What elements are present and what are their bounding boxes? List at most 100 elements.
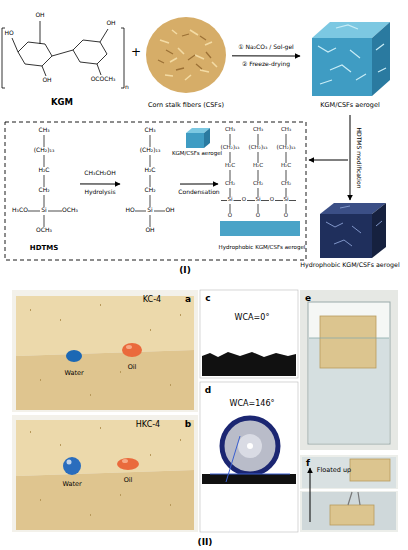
kgm-structure bbox=[2, 28, 124, 88]
node-text: Oil bbox=[128, 364, 137, 371]
photo-hkc4 bbox=[30, 428, 181, 515]
node-text: n bbox=[125, 84, 129, 90]
node-text: OH bbox=[106, 20, 115, 26]
figure-label: + bbox=[131, 46, 141, 58]
beaker-photo bbox=[300, 455, 398, 532]
aerogel-cube bbox=[318, 25, 386, 84]
node-text: OCOCH₃ bbox=[91, 76, 116, 82]
kgm-structure bbox=[18, 42, 52, 66]
node-text: KGM/CSFs aerogel bbox=[320, 102, 379, 109]
kgm-structure bbox=[52, 50, 73, 56]
node-text: CH₂ bbox=[253, 181, 263, 187]
hydrophobic-cube bbox=[320, 203, 386, 258]
node-text: KGM bbox=[51, 98, 73, 107]
node-text: a bbox=[185, 295, 191, 304]
fiber-photo: Corn stalk fibers (CSFs) bbox=[140, 8, 232, 112]
node-text: Water bbox=[62, 481, 81, 488]
fiber-pile bbox=[158, 34, 211, 70]
photo-kc4 bbox=[122, 343, 142, 357]
contact-angle-photo bbox=[200, 382, 298, 532]
beaker-photo bbox=[330, 505, 374, 525]
figure-label: (II) bbox=[198, 538, 213, 547]
node-text: (CH₂)₁₃ bbox=[140, 147, 161, 153]
kgm-structure bbox=[2, 21, 124, 88]
arrow-label: Condensation bbox=[178, 189, 219, 195]
contact-angle-photo bbox=[200, 382, 298, 532]
node-text: O bbox=[242, 197, 246, 203]
beaker-photo bbox=[300, 489, 398, 491]
node-text: H₂C bbox=[225, 163, 235, 169]
photo-hkc4 bbox=[16, 470, 194, 530]
kgm-structure bbox=[97, 64, 101, 75]
node-text: CH₂ bbox=[281, 181, 291, 187]
fiber-pile bbox=[146, 17, 226, 93]
node-text: (CH₂)₁₃ bbox=[221, 145, 240, 151]
pointer-arrow bbox=[309, 160, 348, 161]
node-text: O bbox=[256, 213, 260, 219]
photo-kc4 bbox=[16, 350, 194, 410]
contact-angle-photo bbox=[226, 436, 240, 482]
hydrophobic-cube bbox=[372, 203, 386, 258]
beaker-photo bbox=[300, 290, 398, 450]
node-text: Si bbox=[255, 197, 260, 203]
node-text: d bbox=[205, 386, 211, 395]
aerogel-cube bbox=[312, 38, 372, 96]
node-text: OCH₃ bbox=[62, 207, 78, 213]
node-text: O bbox=[228, 213, 232, 219]
photo-hkc4 bbox=[12, 415, 198, 532]
kgm-structure bbox=[40, 21, 41, 44]
node-text: CH₂ bbox=[225, 181, 235, 187]
node-text: KC-4 bbox=[143, 296, 161, 304]
kgm-structure: OHHOOHOCOCH₃OHnKGM bbox=[0, 0, 130, 112]
node-text: CH₂ bbox=[144, 187, 155, 193]
node-text: Floated up bbox=[317, 467, 352, 474]
bond-lines bbox=[135, 135, 165, 227]
node-text: H₂C bbox=[38, 167, 49, 173]
kgm-structure bbox=[73, 40, 107, 64]
hydrophobic-cube bbox=[326, 206, 382, 246]
photo-kc4 bbox=[16, 296, 194, 356]
node-text: CH₃ bbox=[225, 127, 235, 133]
figure-label: ② Freeze-drying bbox=[242, 61, 290, 67]
dashed-scheme-box bbox=[5, 122, 306, 260]
beaker-photo bbox=[309, 338, 389, 339]
process-arrow bbox=[232, 55, 300, 56]
node-text: H₂C bbox=[144, 167, 155, 173]
beaker-photo bbox=[320, 316, 376, 368]
aerogel-icon bbox=[186, 133, 204, 148]
node-text: b bbox=[185, 420, 191, 429]
beaker-photo bbox=[308, 302, 390, 444]
node-text: Si bbox=[147, 207, 152, 213]
contact-angle-photo bbox=[200, 290, 298, 378]
arrow-label: Hydrolysis bbox=[84, 189, 115, 195]
node-text: e bbox=[305, 294, 311, 303]
photo-panel: HKC-4bWaterOil bbox=[12, 415, 198, 532]
node-text: (CH₂)₁₃ bbox=[34, 147, 55, 153]
node-text: O bbox=[270, 197, 274, 203]
node-text: Hydrophobic KGM/CSFs aerogel bbox=[219, 245, 306, 251]
beaker-photo bbox=[350, 459, 390, 481]
contact-angle-photo bbox=[202, 352, 296, 376]
process-arrow bbox=[180, 183, 218, 184]
node-text: Hydrophobic KGM/CSFs aerogel bbox=[300, 262, 399, 268]
aerogel-surface bbox=[220, 221, 300, 236]
aerogel-cube bbox=[372, 22, 390, 96]
aerogel-icon bbox=[204, 128, 210, 148]
node-text: WCA=146° bbox=[230, 400, 275, 408]
bond-lines bbox=[28, 134, 296, 227]
aerogel-icon: KGM/CSFs aerogel bbox=[172, 127, 222, 161]
photo-hkc4 bbox=[122, 459, 128, 463]
node-text: OH bbox=[42, 77, 51, 83]
aerogel-icon bbox=[186, 128, 210, 148]
photo-kc4 bbox=[12, 290, 198, 412]
node-text: f bbox=[306, 459, 310, 468]
kgm-structure bbox=[100, 29, 108, 42]
node-text: CH₃ bbox=[144, 127, 155, 133]
node-text: KGM/CSFs aerogel bbox=[172, 151, 222, 157]
photo-hkc4 bbox=[63, 457, 81, 475]
hydrophobic-cube bbox=[320, 214, 372, 258]
fiber-pile bbox=[146, 17, 226, 93]
node-text: (CH₂)₁₃ bbox=[249, 145, 268, 151]
beaker-photo bbox=[300, 290, 398, 450]
